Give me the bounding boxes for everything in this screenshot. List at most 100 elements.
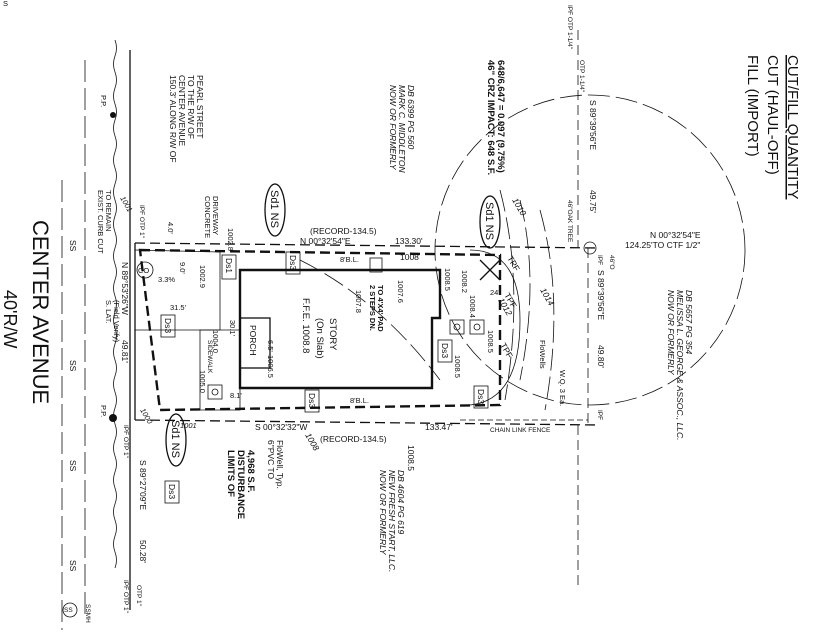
sd1-label-top: Sd1 NS xyxy=(268,190,280,228)
contour-label-1008-5a: 1008.5 xyxy=(443,268,452,291)
owner-east: NOW OR FORMERLY MELISSA L. GEORGE & ASSO… xyxy=(666,290,694,443)
ext-dist: 124.25'TO CTF 1/2" xyxy=(625,240,700,250)
ss-label-4: SS xyxy=(68,560,78,572)
ss-label-3: SS xyxy=(68,460,78,472)
north-record: (RECORD-134.5) xyxy=(310,226,377,236)
contour-label-1006-5: 1006.5 xyxy=(266,355,275,378)
ext-bearing: N 00°32'54"E xyxy=(650,230,701,240)
owner-north: NOW OR FORMERLY MARK C. MIDDLETON DB 639… xyxy=(388,85,416,175)
ds3-label-6: Ds3 xyxy=(167,484,177,499)
dim-3: 9.0' xyxy=(178,262,187,274)
west-bearing: N 89°53'26"W xyxy=(120,262,130,315)
iron-sw-label: IPF OTP 1" xyxy=(122,425,129,459)
tree-24-label: 24" xyxy=(490,288,501,297)
tree-x-2 xyxy=(479,259,501,281)
east-mid-dist: 49.80' xyxy=(596,345,606,368)
ds1-box xyxy=(221,254,237,280)
iron-top-label: IPF OTP 1-1/4" xyxy=(566,5,573,50)
ds1-label: Ds1 xyxy=(224,258,234,273)
cleanout xyxy=(136,261,154,279)
iron-se-label: IPF xyxy=(596,410,603,420)
contour-label-1007-6: 1007.6 xyxy=(396,280,405,303)
iron-nw-label: IPF OTP 1" xyxy=(138,205,145,239)
north-dist: 133.30' xyxy=(395,236,423,246)
ds3-box-3 xyxy=(304,389,320,413)
north-bearing: N 00°32'54"E xyxy=(300,236,351,246)
house-ffe: F.F.E. 1008.8 xyxy=(300,298,311,353)
ds3-box-5 xyxy=(473,385,489,409)
contour-1010 xyxy=(519,199,531,381)
pvc-note: 6"PVC TO FloWell, Typ. xyxy=(266,440,285,489)
pp-label-north: P.P. xyxy=(99,95,108,107)
ds3-label-2: Ds3 xyxy=(163,318,173,333)
steps-note: 2 STEPS DN. TO 4'X4' PAD xyxy=(368,285,385,333)
dim-5: 3.3% xyxy=(158,275,175,284)
flowell-1-mark xyxy=(453,323,461,331)
concrete-drive-note: CONCRETE DRIVEWAY xyxy=(203,196,220,240)
dim-7: 8.1' xyxy=(230,391,242,400)
south-bearing: S 00°32'32"W xyxy=(255,422,307,432)
contour-label-1004: 1004.0 xyxy=(211,330,220,353)
contour-label-1008-s: 1008 xyxy=(303,431,321,453)
ss-manhole xyxy=(62,602,78,618)
house-slab: (On Slab) xyxy=(314,318,325,359)
contour-label-1002-8: 1002.8 xyxy=(226,228,235,251)
west-dist: 49.81' xyxy=(120,340,130,363)
contour-label-1001: 1001 xyxy=(118,195,134,214)
east-top-bearing: S 89°39'56"E xyxy=(588,100,598,150)
sd1-oval-bottom xyxy=(165,413,187,467)
wq-label: W.Q. 3 Ea. xyxy=(558,370,567,406)
flowell-3 xyxy=(207,384,223,400)
iron-top2-label: OTP 1-1/4" xyxy=(578,60,585,93)
sidewalk-label: SIDEWALK xyxy=(206,340,213,374)
ss-label-1: SS xyxy=(68,240,78,252)
sd1-oval-ne xyxy=(479,195,501,249)
cut-haul-off: CUT (HAUL-OFF) xyxy=(764,55,781,175)
tree-crz-circle xyxy=(434,94,746,406)
contour-label-1010: 1010 xyxy=(510,196,528,218)
house-story: STORY xyxy=(327,318,338,351)
porch-label: PORCH xyxy=(248,325,258,356)
contour-label-1002-9: 1002.9 xyxy=(198,265,207,288)
south-dist: 133.47' xyxy=(425,422,453,432)
bl-north: 8'B.L. xyxy=(340,255,359,264)
sheet-mark: S xyxy=(3,0,8,8)
limits-of-disturbance xyxy=(138,248,502,412)
bottom-bearing: S 89°27'09"E xyxy=(138,460,148,510)
bl-south: 8'B.L. xyxy=(350,396,369,405)
tree-protection-fence xyxy=(469,249,521,406)
sidewalk xyxy=(199,329,241,411)
otp-bottom-label: OTP 1" xyxy=(135,585,142,607)
dim-6: 6.5' xyxy=(266,340,275,352)
flowell-2-mark xyxy=(473,323,481,331)
contour-1014 xyxy=(539,209,555,411)
contour-label-1008-5b: 1008.5 xyxy=(453,355,462,378)
contour-label-1008-2: 1008.2 xyxy=(460,270,469,293)
ds3-box-1 xyxy=(285,251,301,275)
dim-2: 30.1' xyxy=(228,320,237,337)
flowells-label: FloWells xyxy=(538,340,547,369)
ss-manhole-ss: SS xyxy=(64,607,73,614)
dim-4: 4.0' xyxy=(166,222,175,234)
ds3-box-6 xyxy=(164,480,180,504)
cut-fill-title: CUT/FILL QUANTITY xyxy=(784,55,801,199)
contour-label-1008-5c: 1008.5 xyxy=(486,330,495,353)
tree-trunk xyxy=(583,241,597,255)
concrete-driveway xyxy=(134,249,221,331)
iron-bottom-label: IPF OTP 1" xyxy=(122,580,129,614)
owner-south: NOW OR FORMERLY NEW FRESH START, LLC. DB… xyxy=(378,470,406,575)
pearl-note: 150.3' ALONG R/W OF CENTER AVENUE TO THE… xyxy=(168,75,205,165)
ss-label-2: SS xyxy=(68,360,78,372)
cleanout-label: CO xyxy=(138,266,149,275)
ds3-label-4: Ds3 xyxy=(440,343,450,358)
contour-label-1005: 1005.0 xyxy=(198,370,207,393)
bottom-dist: 50.28' xyxy=(138,540,148,563)
pavement-edge xyxy=(113,39,117,569)
pp-label-south: P.P. xyxy=(99,405,108,417)
sd1-oval-top xyxy=(264,183,286,237)
contour-label-1007-8: 1007.8 xyxy=(354,290,363,313)
contour-label-1008: 1008 xyxy=(400,252,419,262)
north-property-line xyxy=(134,242,601,249)
iron-ne-label: IPF xyxy=(596,255,603,265)
